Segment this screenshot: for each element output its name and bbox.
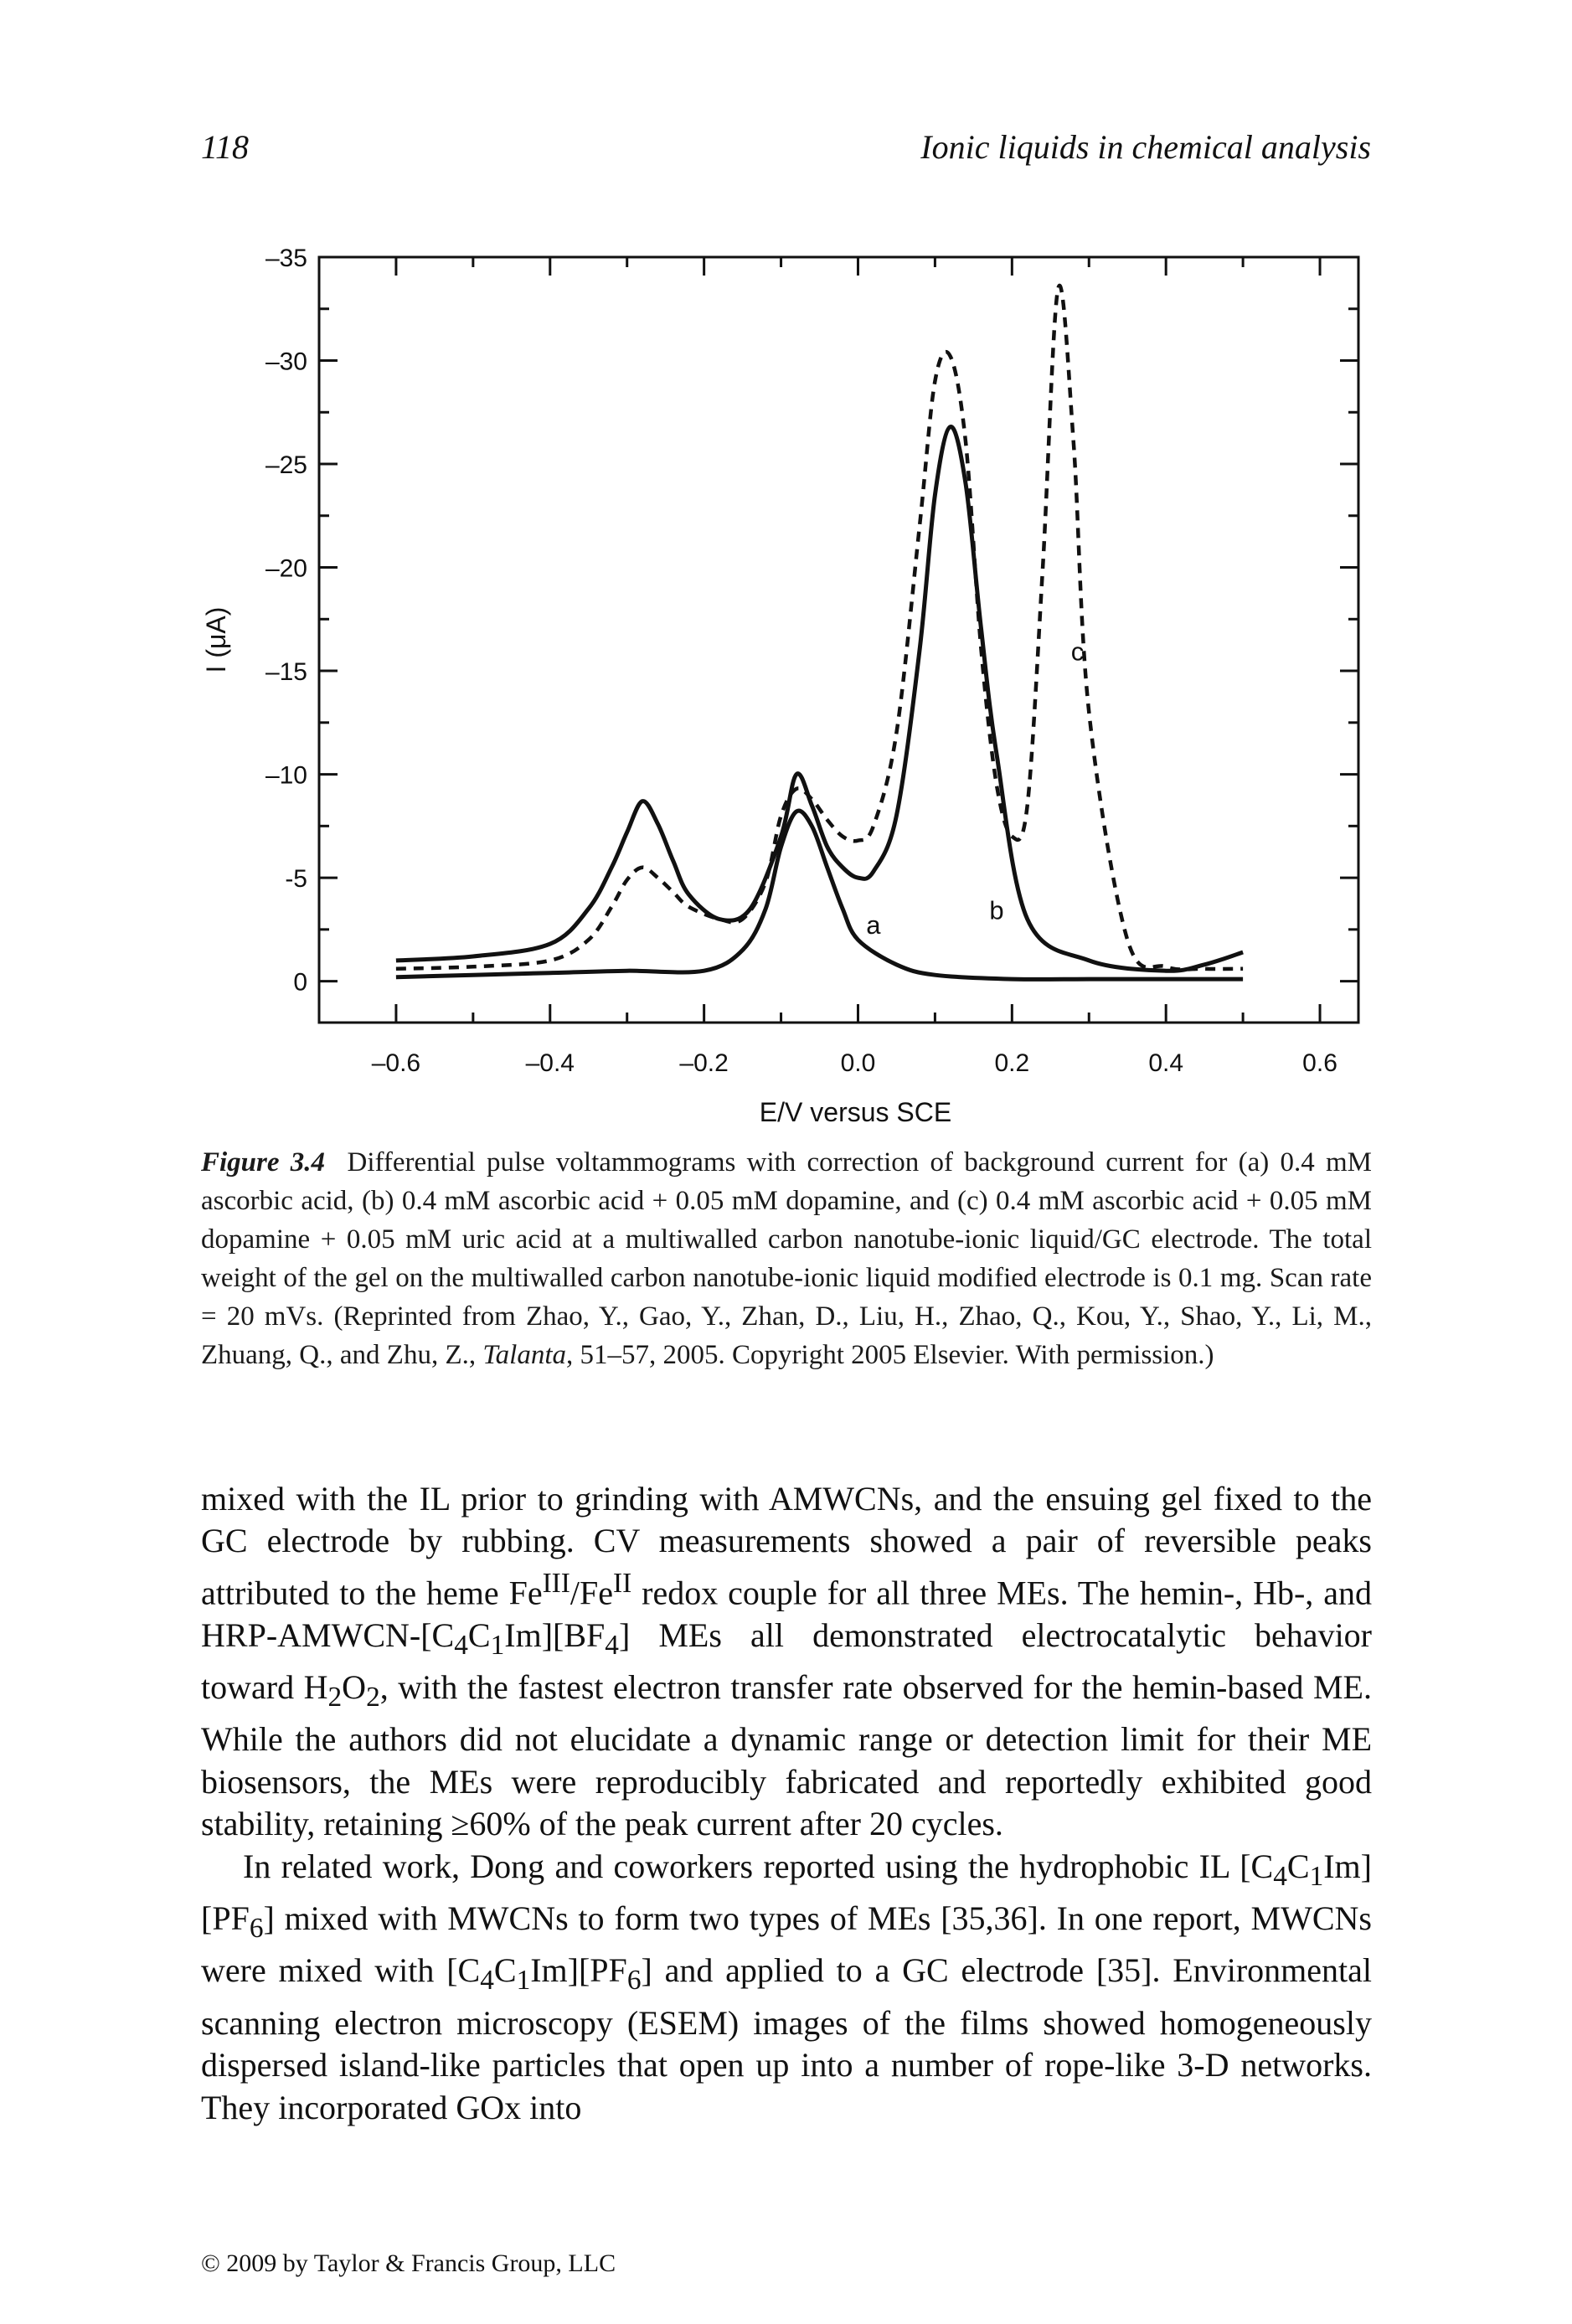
x-tick-label: –0.6: [372, 1049, 420, 1077]
x-tick-label: 0.6: [1302, 1049, 1337, 1077]
curve-label-c: c: [1071, 637, 1085, 667]
page-number: 118: [201, 128, 250, 166]
caption-journal: Talanta: [482, 1340, 567, 1370]
y-tick-label: –15: [265, 658, 307, 686]
voltammogram-chart: –0.6 –0.4 –0.2 0.0 0.2 0.4 0.6 0 -5 –10 –15 –20 –25 –…: [201, 245, 1360, 1127]
y-axis-label: I (μA): [201, 607, 231, 673]
caption-text-end: , 51–57, 2005. Copyright 2005 Elsevier. …: [566, 1340, 1214, 1370]
figure-label: Figure 3.4: [201, 1147, 326, 1177]
x-tick-label: 0.2: [994, 1049, 1029, 1077]
x-tick-label: 0.4: [1148, 1049, 1183, 1077]
y-tick-label: 0: [293, 969, 307, 997]
y-tick-label: -5: [285, 865, 307, 893]
plot-frame: [317, 255, 1360, 1024]
curve-label-b: b: [989, 895, 1003, 925]
x-tick-label: –0.4: [526, 1049, 575, 1077]
body-text: mixed with the IL prior to grinding with…: [201, 1478, 1372, 2129]
x-tick-label: –0.2: [679, 1049, 728, 1077]
series-line-c: [395, 283, 1244, 971]
y-tick-label: –30: [265, 348, 307, 376]
y-tick-label: –20: [265, 555, 307, 583]
running-header-title: Ionic liquids in chemical analysis: [920, 128, 1371, 166]
y-tick-label: –35: [265, 245, 307, 272]
series-line-a: [395, 808, 1244, 982]
caption-text: Differential pulse voltammograms with co…: [201, 1147, 1372, 1370]
body-paragraph-1: mixed with the IL prior to grinding with…: [201, 1480, 1372, 1843]
y-tick-label: –25: [265, 451, 307, 479]
figure-caption: Figure 3.4 Differential pulse voltammogr…: [201, 1143, 1372, 1374]
x-tick-label: 0.0: [841, 1049, 876, 1077]
x-axis-label: E/V versus SCE: [760, 1097, 951, 1127]
y-tick-label: –10: [265, 762, 307, 790]
curve-label-a: a: [866, 910, 881, 940]
body-paragraph-2: In related work, Dong and coworkers repo…: [201, 1847, 1372, 2126]
series-line-b: [395, 425, 1244, 973]
copyright-footer: © 2009 by Taylor & Francis Group, LLC: [201, 2249, 616, 2277]
